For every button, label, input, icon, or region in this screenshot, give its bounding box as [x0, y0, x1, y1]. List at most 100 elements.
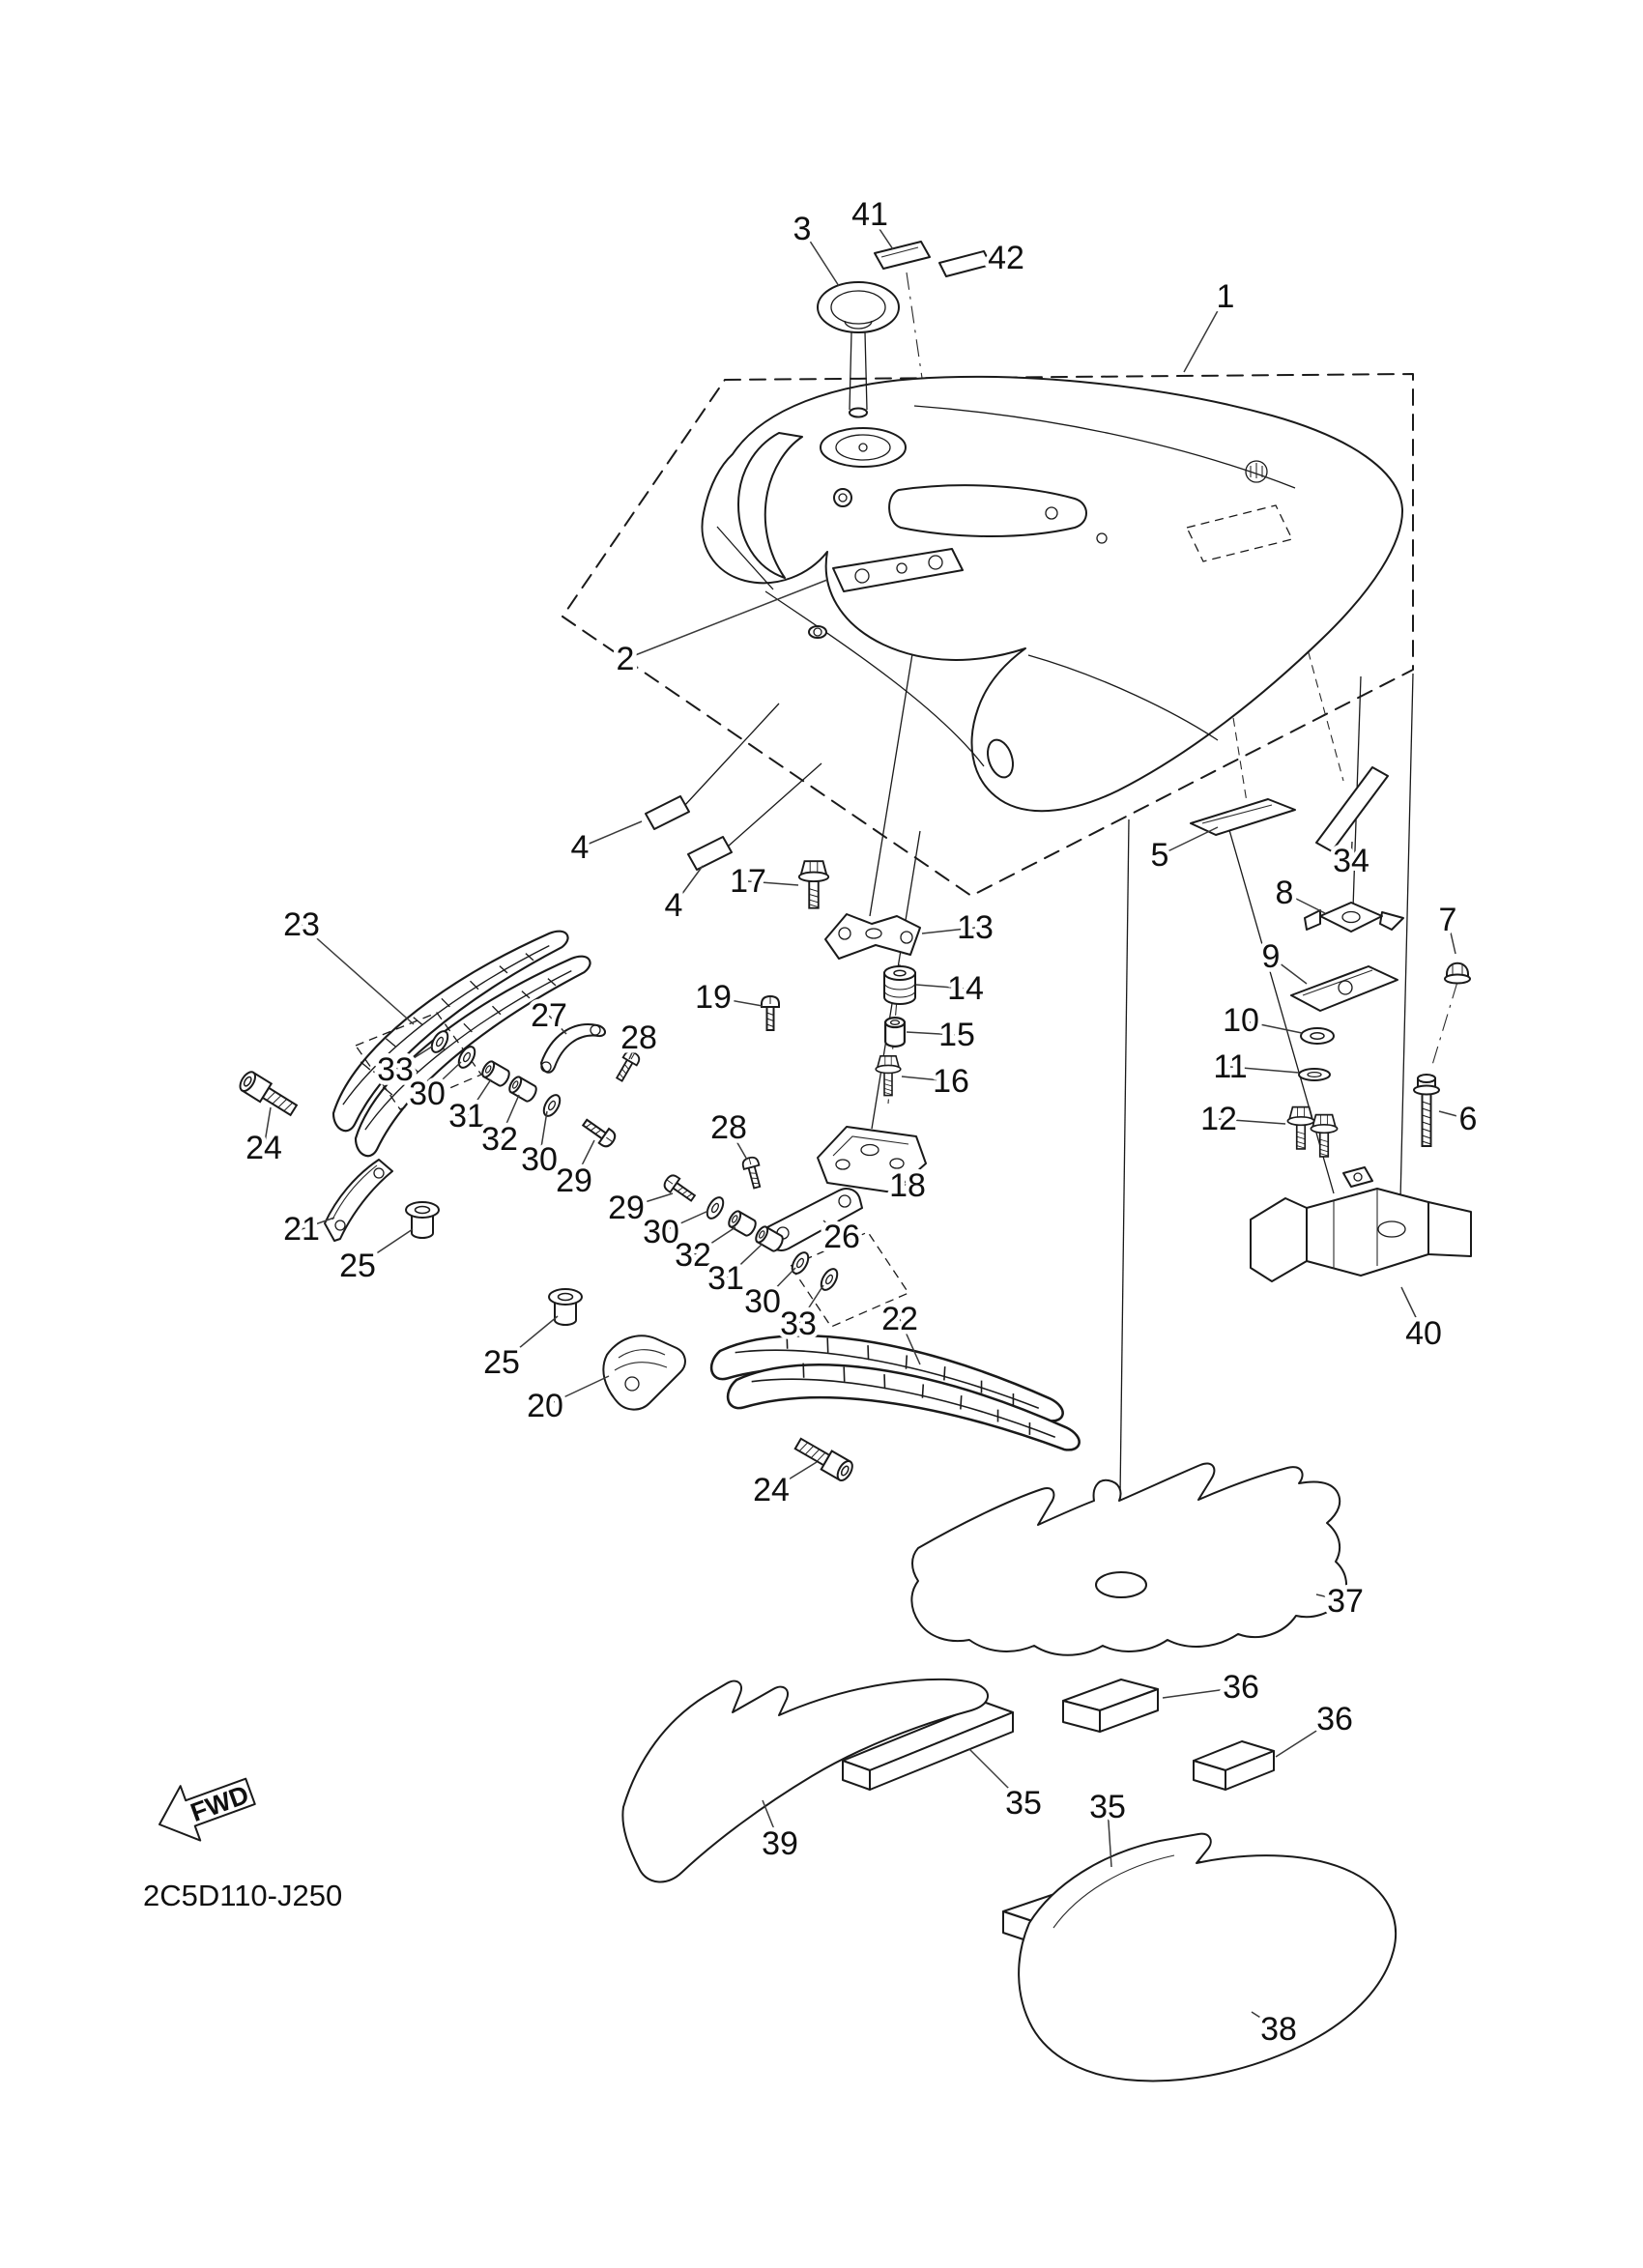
callout-number: 25 [339, 1248, 376, 1284]
callout-number: 38 [1260, 2011, 1297, 2048]
callout-leader-line [625, 1192, 674, 1209]
assembly-boundary-dashes [562, 373, 1414, 897]
callout-number: 15 [938, 1017, 975, 1053]
callout-leader-line [762, 1267, 796, 1303]
damper-panel-39-drawing [621, 1678, 990, 1883]
callout-number: 14 [947, 970, 984, 1007]
callout-leader-line [466, 1078, 492, 1117]
callout-leader-line [673, 865, 704, 906]
callout-number: 8 [1276, 875, 1294, 911]
callout-number: 3 [793, 211, 812, 247]
callout-leader-line [1159, 826, 1219, 856]
fuel-tank-drawing [701, 375, 1404, 813]
bolt-6-drawing [1413, 1074, 1440, 1147]
callout-leader-line [1275, 1718, 1336, 1758]
callout-number: 31 [707, 1260, 744, 1297]
screw-19-drawing [761, 995, 780, 1031]
callout-leader-line [1183, 296, 1226, 373]
bolt-24-drawing [792, 1433, 856, 1484]
callout-leader-line [394, 1046, 433, 1071]
callout-number: 13 [957, 909, 994, 946]
callout-number: 6 [1459, 1101, 1478, 1137]
callout-number: 30 [643, 1214, 679, 1250]
screw-29-drawing [579, 1114, 620, 1151]
callout-number: 23 [283, 906, 320, 943]
bracket-20-drawing [602, 1335, 686, 1411]
callout-leader-line [725, 1243, 764, 1279]
callout-leader-line [301, 924, 415, 1025]
callout-number: 40 [1405, 1315, 1442, 1352]
collar-31-drawing [478, 1058, 513, 1089]
brand-mark-icon [1245, 460, 1268, 483]
callout-leader-line [1350, 841, 1353, 862]
washer-30-drawing [703, 1193, 728, 1222]
callout-number: 35 [1089, 1789, 1126, 1825]
callout-number: 28 [620, 1019, 657, 1056]
bracket-8-drawing [1304, 902, 1404, 933]
callout-leader-line [499, 1094, 520, 1140]
callout-number: 22 [881, 1301, 918, 1337]
callout-number: 20 [527, 1388, 563, 1424]
callout-number: 42 [988, 240, 1024, 276]
callout-leader-line [1438, 1110, 1469, 1120]
callout-leader-line [801, 228, 840, 287]
fastener-group-dashes [355, 1012, 909, 1328]
callout-number: 26 [823, 1219, 860, 1255]
washer-30-drawing [788, 1249, 813, 1278]
callout-leader-line [1315, 1593, 1346, 1602]
callout-leader-line [906, 1031, 958, 1036]
callout-number: 41 [851, 196, 888, 233]
callout-leader-line [538, 1110, 548, 1161]
bracket-40-drawing [1250, 1166, 1472, 1282]
callout-leader-line [728, 1127, 748, 1161]
washer-30-drawing [539, 1091, 564, 1120]
callout-number: 29 [608, 1190, 645, 1226]
sticker-42-drawing [938, 250, 992, 277]
callout-leader-line [624, 579, 828, 660]
callout-number: 37 [1327, 1583, 1364, 1620]
bracket-18-drawing [817, 1126, 927, 1193]
screw-29-drawing [660, 1171, 699, 1206]
callout-number: 29 [556, 1163, 592, 1199]
callout-number: 12 [1200, 1101, 1237, 1137]
callout-number: 11 [1213, 1048, 1247, 1085]
callout-leader-line [1107, 1806, 1112, 1868]
emblem-position-dashes [1186, 504, 1293, 562]
callout-number: 4 [665, 887, 683, 924]
callout-leader-line [628, 1037, 640, 1060]
callout-leader-line [544, 1375, 610, 1407]
callout-leader-line [579, 820, 643, 848]
fwd-arrow: FWD [159, 1777, 256, 1842]
grommet-25-drawing [405, 1201, 440, 1239]
collar-15-drawing [883, 1017, 907, 1048]
callout-leader-line [1283, 892, 1326, 914]
callout-number: 27 [531, 997, 567, 1034]
collar-32-drawing [505, 1074, 540, 1105]
callout-number: 10 [1223, 1002, 1259, 1039]
damper-block-36-drawing [1062, 1679, 1159, 1733]
damper-pad-37-drawing [910, 1462, 1347, 1656]
callout-number: 24 [753, 1472, 790, 1508]
bolt-12-drawing [1310, 1113, 1339, 1158]
filler-neck [820, 427, 907, 468]
callout-number: 1 [1217, 278, 1235, 315]
callout-number: 36 [1223, 1669, 1259, 1706]
callout-leader-line [869, 214, 894, 250]
damper-bar-35-drawing [842, 1702, 1014, 1791]
callout-number: 7 [1439, 902, 1457, 938]
bolt-17-drawing [797, 860, 830, 909]
diagram-code: 2C5D110-J250 [143, 1879, 342, 1912]
callout-leader-line [1240, 1019, 1303, 1034]
fuel-cap-drawing [817, 281, 900, 418]
bolt-24-drawing [236, 1068, 301, 1121]
screw-28-drawing [740, 1155, 765, 1191]
bracket-13-drawing [824, 913, 921, 960]
callout-leader-line [921, 927, 976, 934]
washer-10-drawing [1300, 1027, 1335, 1045]
callout-leader-line [1400, 1286, 1425, 1335]
callout-number: 24 [245, 1130, 282, 1166]
callout-number: 21 [283, 1211, 320, 1248]
emblem-5-drawing [1190, 798, 1296, 836]
